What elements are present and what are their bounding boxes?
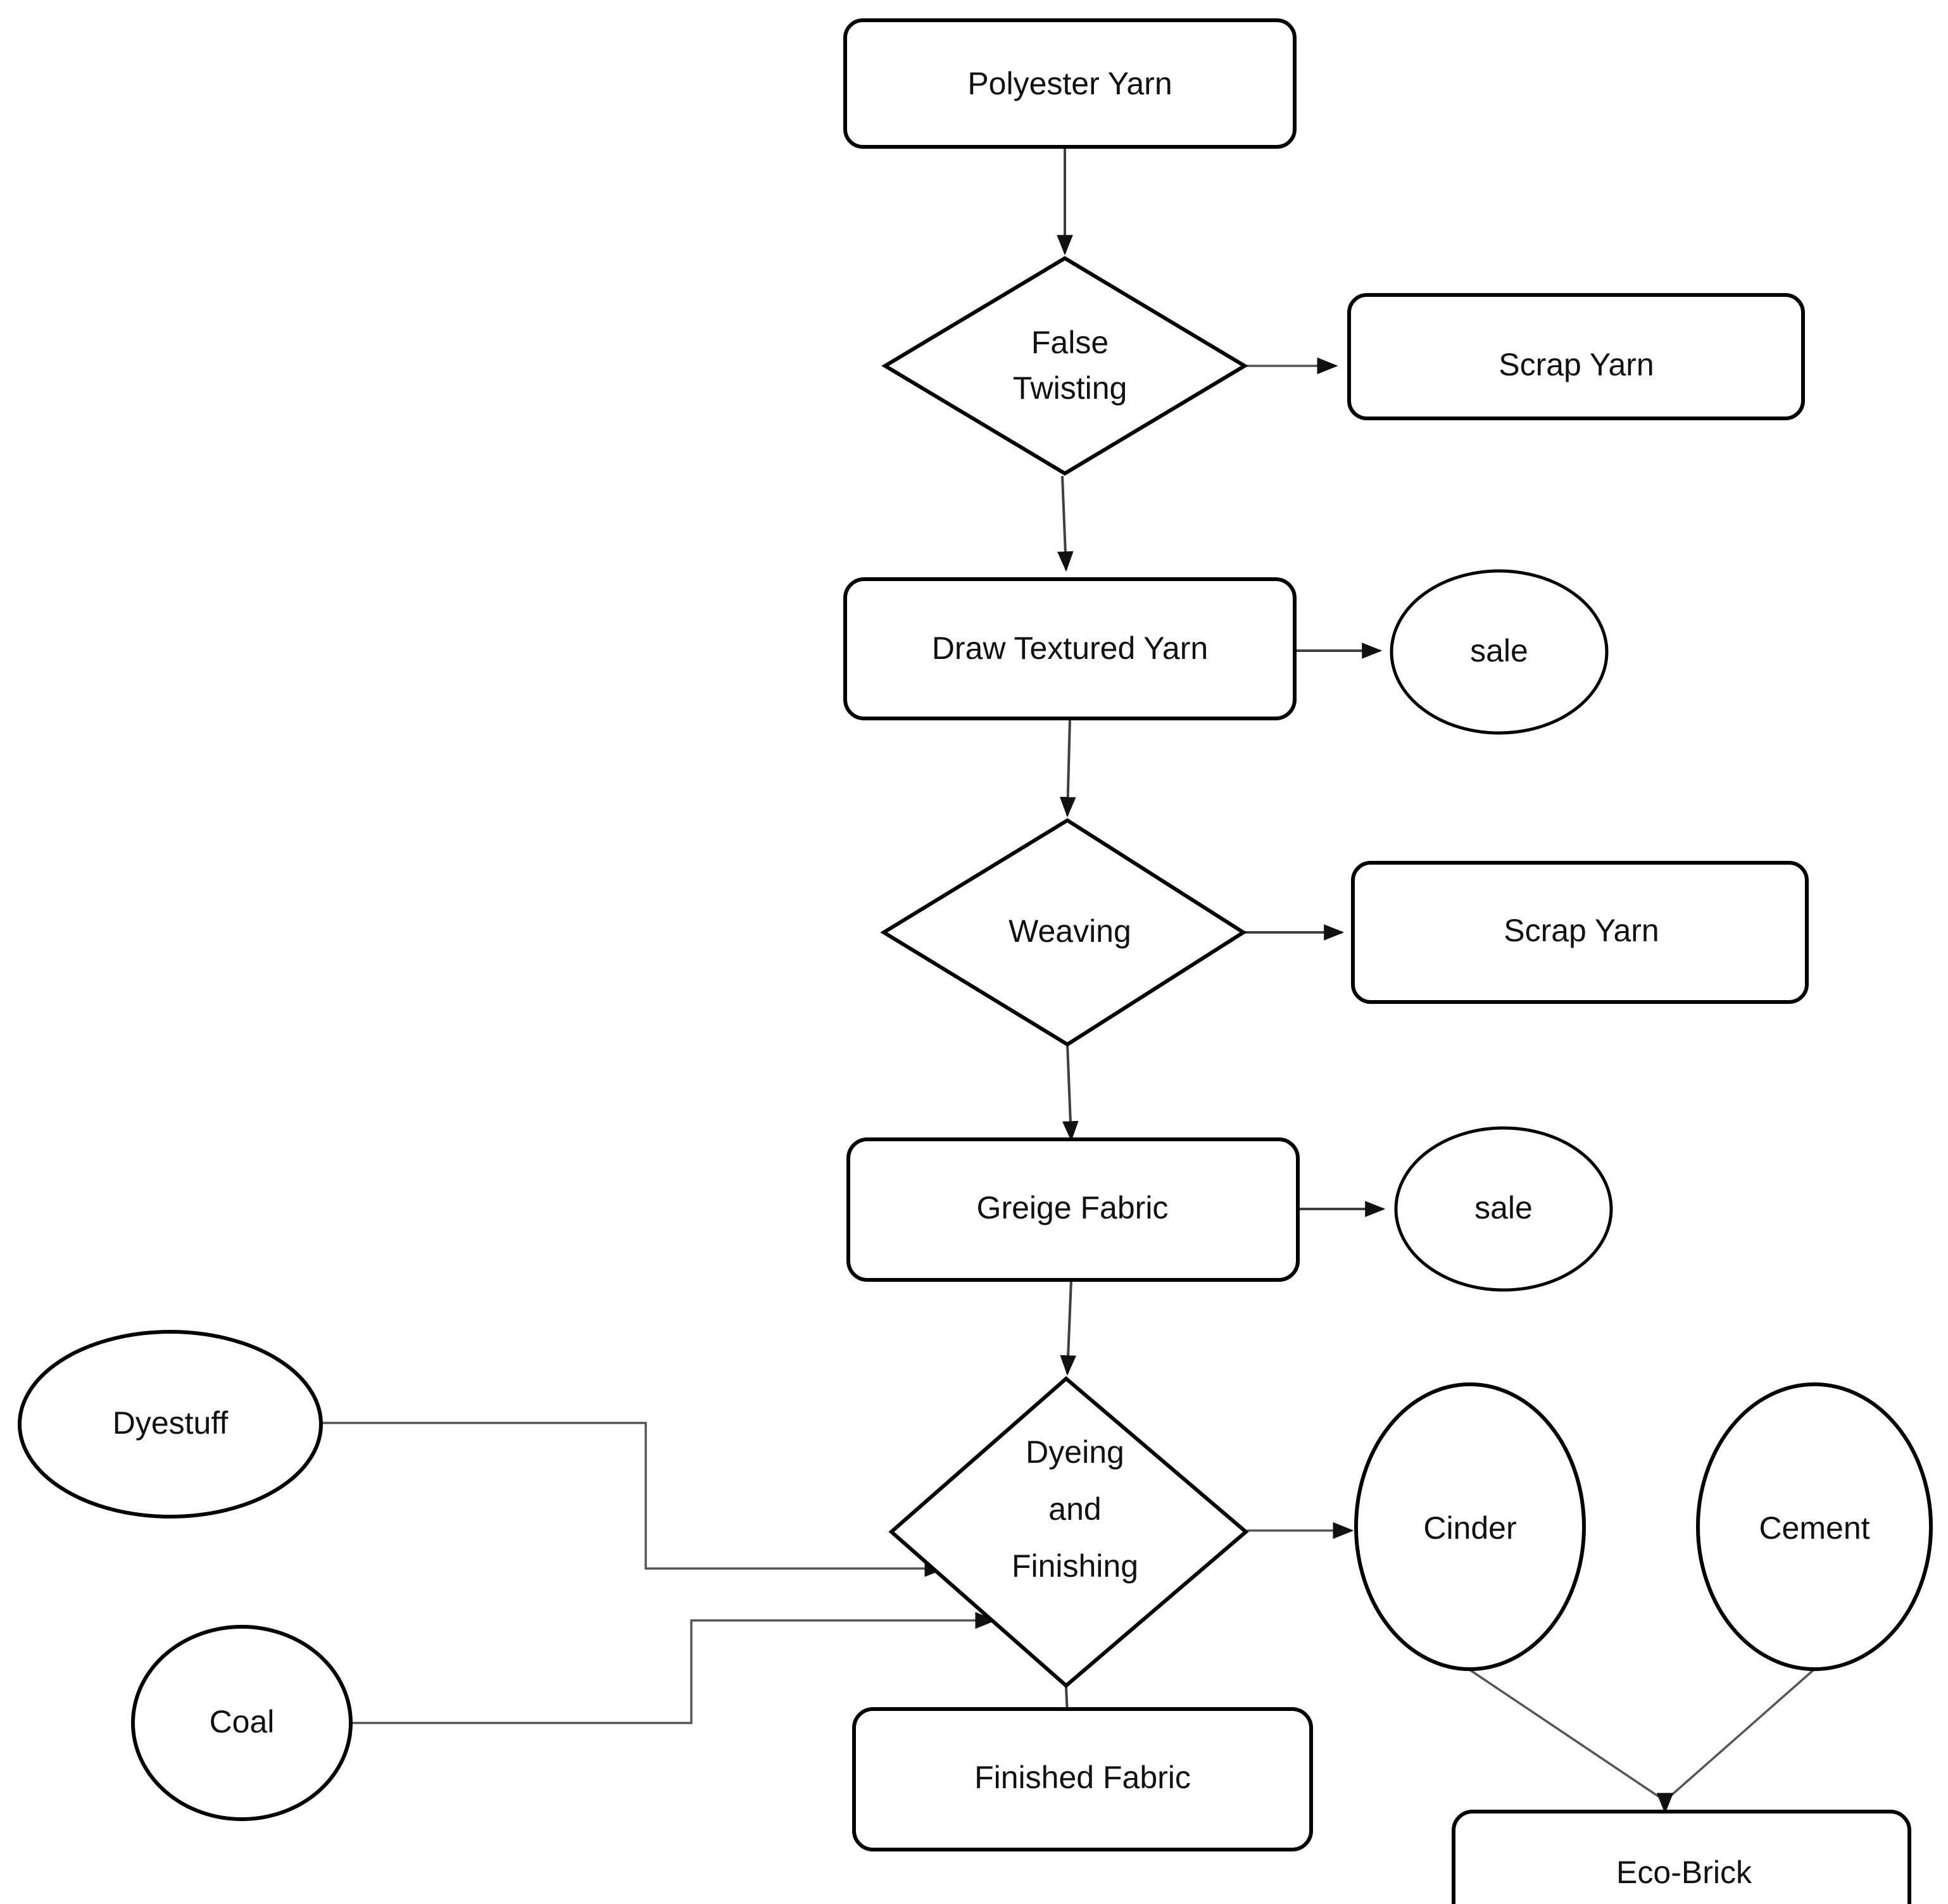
dyeing-finishing-label-line3: Finishing: [1012, 1548, 1138, 1584]
node-eco-brick[interactable]: Eco-Brick: [1452, 1810, 1911, 1904]
sale-2-label: sale: [1474, 1190, 1533, 1225]
dyeing-finishing-diamond[interactable]: [888, 1376, 1249, 1688]
polyester-yarn-box[interactable]: [843, 18, 1297, 149]
node-coal[interactable]: Coal: [131, 1625, 353, 1821]
sale-1-label: sale: [1470, 633, 1528, 668]
node-false-twisting[interactable]: False Twisting: [881, 256, 1248, 476]
scrap-yarn-1-box[interactable]: [1347, 293, 1805, 420]
draw-textured-yarn-box[interactable]: [843, 577, 1297, 720]
node-greige-fabric[interactable]: Greige Fabric: [846, 1137, 1300, 1282]
edge-greige-fabric-to-dyeing-finishing: [1060, 1279, 1076, 1376]
node-sale-2[interactable]: sale: [1394, 1126, 1613, 1292]
scrap-yarn-2-box[interactable]: [1351, 861, 1809, 1004]
edge-weaving-to-greige-fabric: [1062, 1044, 1079, 1142]
edge-coal-to-dyeing-finishing: [351, 1612, 996, 1724]
weaving-label: Weaving: [1009, 913, 1131, 949]
dyestuff-label: Dyestuff: [113, 1405, 229, 1441]
scrap-yarn-2-label: Scrap Yarn: [1504, 913, 1659, 948]
dyeing-finishing-label-line2: and: [1048, 1491, 1101, 1527]
edge-cinder-to-eco-brick: [1468, 1668, 1666, 1802]
greige-fabric-box[interactable]: [846, 1137, 1300, 1282]
sale-2-ellipse[interactable]: [1394, 1126, 1613, 1292]
edge-false-twisting-to-draw-textured-yarn: [1057, 475, 1074, 572]
draw-textured-yarn-label: Draw Textured Yarn: [932, 630, 1208, 666]
node-polyester-yarn[interactable]: Polyester Yarn: [843, 18, 1297, 149]
node-scrap-yarn-1[interactable]: Scrap Yarn: [1347, 293, 1805, 420]
cement-ellipse[interactable]: [1696, 1382, 1933, 1671]
dyeing-finishing-label-line1: Dyeing: [1026, 1434, 1124, 1470]
finished-fabric-box[interactable]: [852, 1707, 1313, 1851]
coal-label: Coal: [210, 1704, 275, 1739]
greige-fabric-label: Greige Fabric: [977, 1190, 1169, 1225]
sale-1-ellipse[interactable]: [1390, 569, 1609, 735]
node-draw-textured-yarn[interactable]: Draw Textured Yarn: [843, 577, 1297, 720]
eco-brick-box[interactable]: [1452, 1810, 1911, 1904]
scrap-yarn-1-label: Scrap Yarn: [1499, 347, 1654, 382]
polyester-yarn-label: Polyester Yarn: [967, 66, 1172, 101]
eco-brick-label: Eco-Brick: [1616, 1855, 1752, 1890]
node-scrap-yarn-2[interactable]: Scrap Yarn: [1351, 861, 1809, 1004]
edge-cement-to-eco-brick: [1664, 1668, 1816, 1802]
cinder-label: Cinder: [1423, 1510, 1516, 1546]
false-twisting-label-line1: False: [1031, 325, 1109, 360]
edge-dyestuff-to-dyeing-finishing: [321, 1422, 946, 1577]
cinder-ellipse[interactable]: [1354, 1382, 1586, 1671]
node-dyestuff[interactable]: Dyestuff: [18, 1330, 323, 1519]
weaving-diamond[interactable]: [880, 818, 1247, 1047]
node-sale-1[interactable]: sale: [1390, 569, 1609, 735]
node-cement[interactable]: Cement: [1696, 1382, 1933, 1671]
cement-label: Cement: [1759, 1510, 1869, 1546]
coal-ellipse[interactable]: [131, 1625, 353, 1821]
node-weaving[interactable]: Weaving: [880, 818, 1247, 1047]
finished-fabric-label: Finished Fabric: [974, 1760, 1191, 1795]
false-twisting-diamond[interactable]: [881, 256, 1248, 476]
dyestuff-ellipse[interactable]: [18, 1330, 323, 1519]
node-finished-fabric[interactable]: Finished Fabric: [852, 1707, 1313, 1851]
false-twisting-label-line2: Twisting: [1013, 370, 1128, 406]
node-dyeing-finishing[interactable]: Dyeing and Finishing: [888, 1376, 1249, 1688]
edge-draw-textured-yarn-to-weaving: [1059, 718, 1076, 818]
node-cinder[interactable]: Cinder: [1354, 1382, 1586, 1671]
